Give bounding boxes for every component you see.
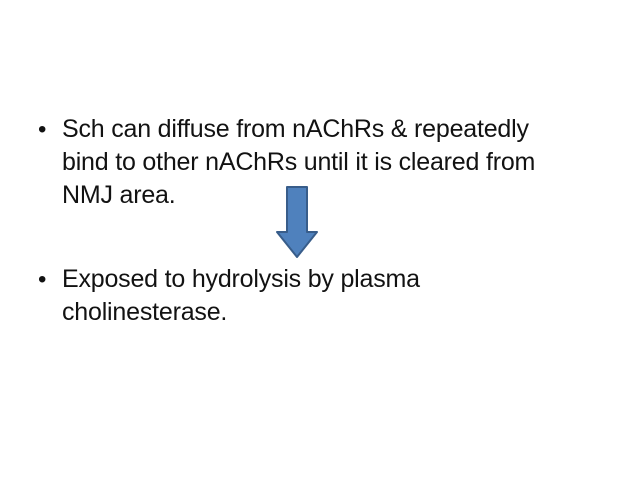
bullet-item: • Sch can diffuse from nAChRs & repeated…	[38, 113, 535, 212]
bullet-text-line: NMJ area.	[62, 181, 176, 209]
down-arrow-shape	[276, 186, 318, 258]
bullet-text-line: bind to other nAChRs until it is cleared…	[62, 148, 536, 176]
down-arrow-icon	[276, 186, 318, 258]
bullet-text: Exposed to hydrolysis by plasma cholines…	[62, 263, 420, 329]
bullet-text-line: Sch can diffuse from nAChRs & repeatedly	[62, 115, 529, 143]
bullet-text-line: Exposed to hydrolysis by plasma	[62, 265, 420, 293]
bullet-marker: •	[38, 266, 47, 293]
bullet-text-line: cholinesterase.	[62, 298, 228, 326]
bullet-marker: •	[38, 116, 47, 143]
bullet-item: • Exposed to hydrolysis by plasma cholin…	[38, 263, 420, 329]
bullet-text: Sch can diffuse from nAChRs & repeatedly…	[62, 113, 535, 212]
